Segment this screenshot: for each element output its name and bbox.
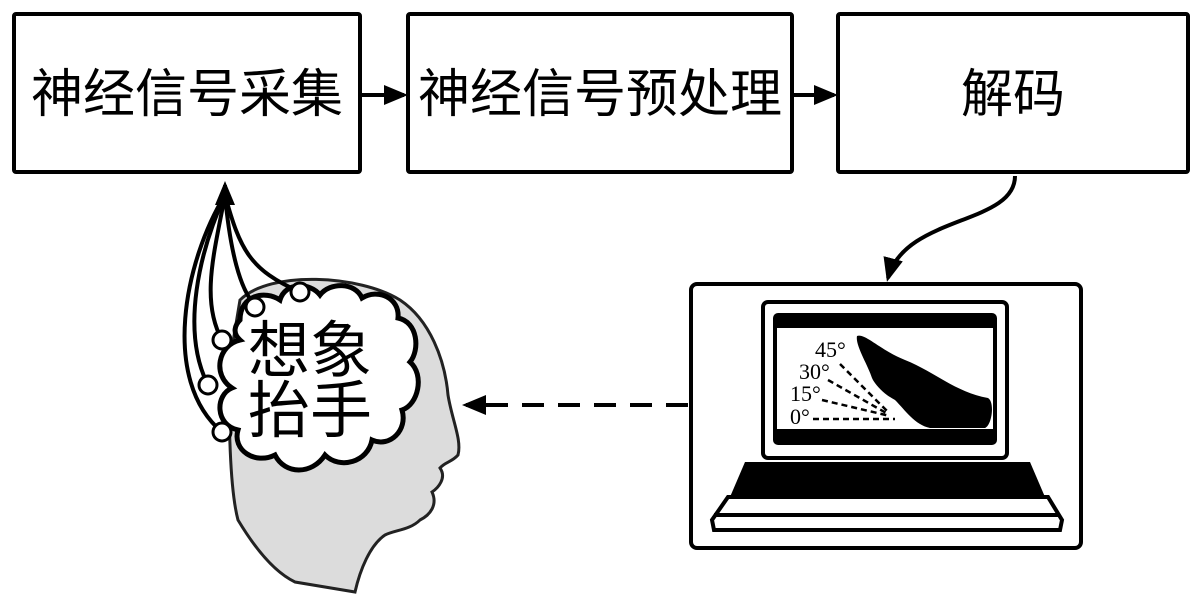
thought-line1: 想象	[248, 314, 372, 387]
step-preprocessing-label: 神经信号预处理	[418, 65, 782, 125]
step-decoding-label: 解码	[961, 65, 1065, 125]
laptop-icon: 45° 30° 15° 0°	[709, 300, 1065, 532]
step-acquisition-box: 神经信号采集	[12, 12, 362, 174]
angle-label-45: 45°	[815, 337, 846, 362]
angle-label-15: 15°	[790, 381, 821, 406]
electrode	[211, 421, 233, 443]
thought-cloud	[217, 283, 421, 473]
step-acquisition-label: 神经信号采集	[31, 65, 343, 125]
angle-label-0: 0°	[790, 404, 810, 429]
angle-label-30: 30°	[799, 359, 830, 384]
electrode	[197, 374, 219, 396]
thought-line2: 抬手	[248, 374, 372, 447]
electrode	[244, 296, 266, 318]
hand-image	[856, 335, 992, 428]
step-preprocessing-box: 神经信号预处理	[406, 12, 794, 174]
step-decoding-box: 解码	[836, 12, 1190, 174]
electrode	[289, 281, 311, 303]
arrow-decode-to-screen	[883, 175, 1017, 282]
electrodes	[197, 281, 311, 443]
electrode	[211, 329, 233, 351]
